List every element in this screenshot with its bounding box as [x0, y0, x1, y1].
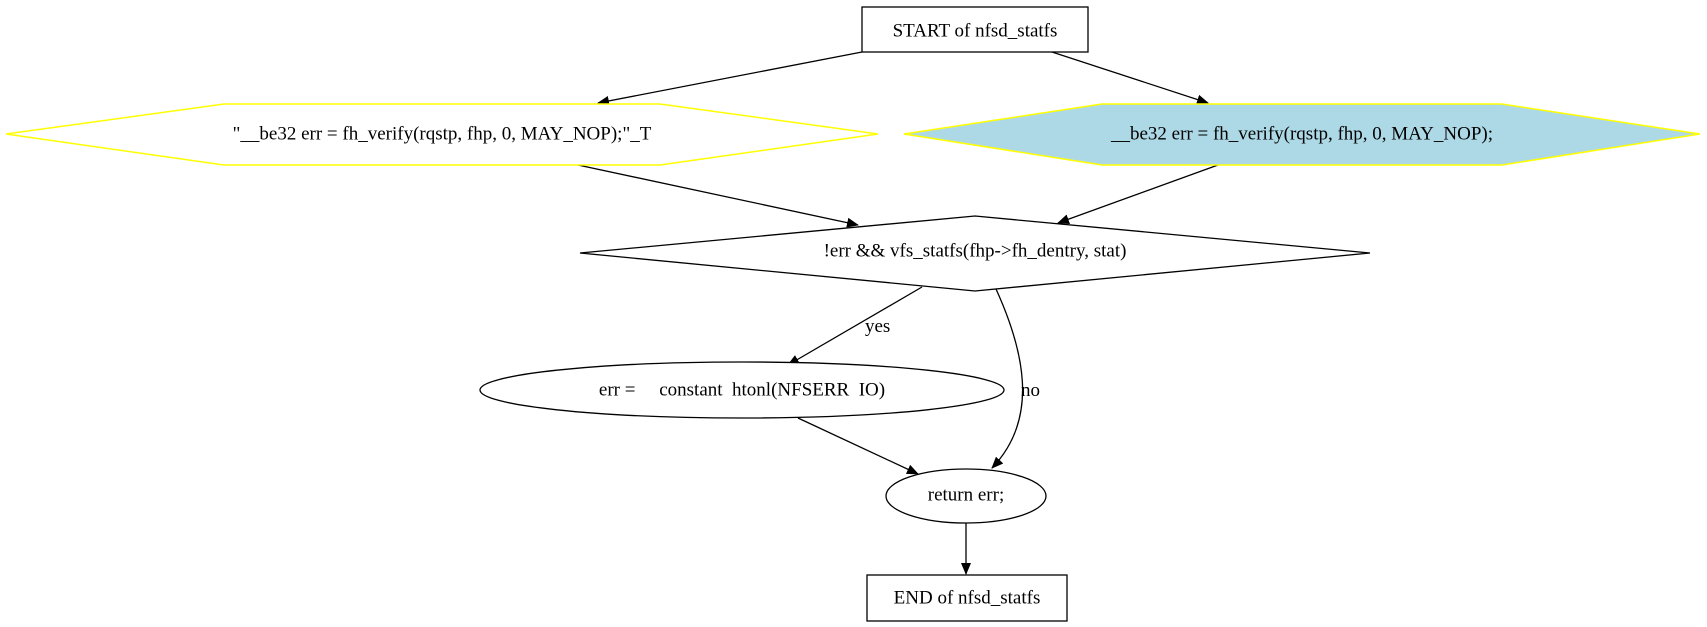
edge-verify-stmt-to-cond — [1057, 164, 1219, 224]
node-condition-label: !err && vfs_statfs(fhp->fh_dentry, stat) — [824, 241, 1127, 262]
node-verify-literal-label: "__be32 err = fh_verify(rqstp, fhp, 0, M… — [233, 124, 652, 145]
node-assign: err = constant htonl(NFSERR IO) — [479, 361, 1005, 419]
node-return: return err; — [885, 468, 1047, 524]
node-end: END of nfsd_statfs — [866, 574, 1068, 622]
edge-cond-to-assign — [787, 286, 923, 366]
node-verify-stmt-label: __be32 err = fh_verify(rqstp, fhp, 0, MA… — [1110, 124, 1493, 145]
node-start: START of nfsd_statfs — [861, 6, 1089, 53]
edge-start-to-verify-literal — [597, 51, 863, 106]
edge-start-to-verify-stmt — [1051, 51, 1209, 105]
edge-assign-to-ret — [797, 417, 919, 475]
edges — [577, 51, 1219, 575]
node-start-label: START of nfsd_statfs — [893, 21, 1058, 42]
edge-cond-to-ret — [991, 288, 1024, 469]
node-end-label: END of nfsd_statfs — [894, 588, 1041, 609]
node-condition: !err && vfs_statfs(fhp->fh_dentry, stat) — [579, 215, 1371, 292]
node-verify-literal: "__be32 err = fh_verify(rqstp, fhp, 0, M… — [5, 103, 879, 166]
edge-label-yes: yes — [865, 316, 890, 337]
node-verify-stmt: __be32 err = fh_verify(rqstp, fhp, 0, MA… — [903, 103, 1701, 166]
edge-verify-literal-to-cond — [577, 164, 859, 228]
node-assign-label: err = constant htonl(NFSERR IO) — [599, 380, 885, 401]
edge-label-no: no — [1021, 380, 1040, 401]
node-return-label: return err; — [928, 485, 1004, 506]
